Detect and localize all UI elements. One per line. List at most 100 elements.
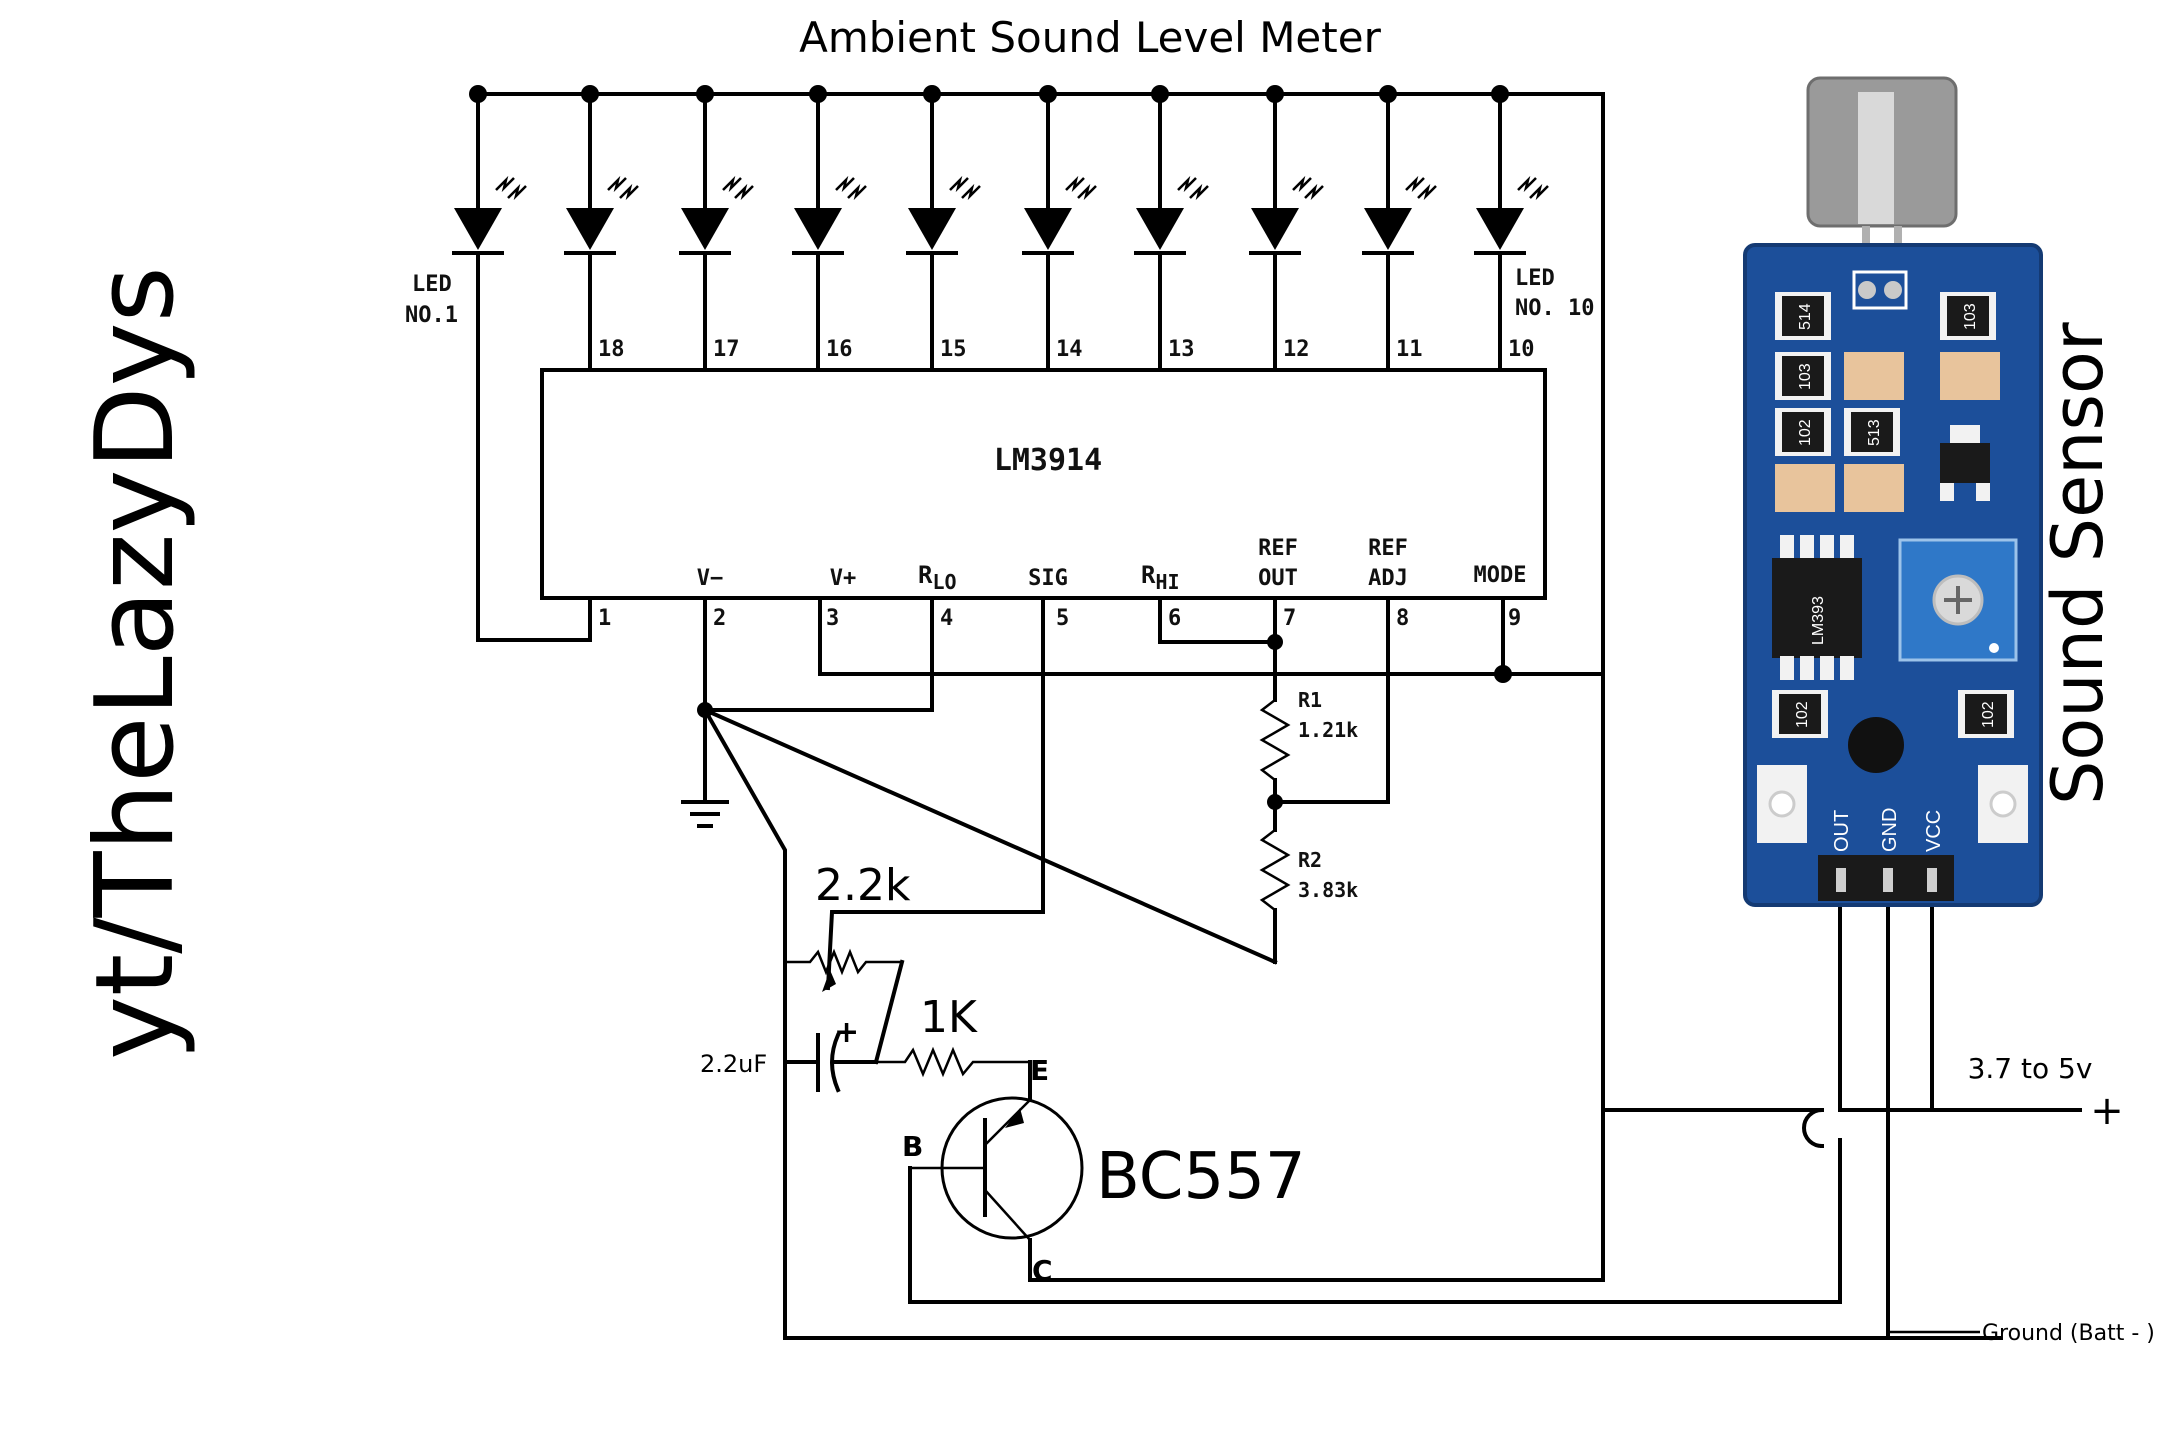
ic-top-pin-number: 18 [598, 337, 625, 362]
bc557-emitter-arrow [1005, 1108, 1024, 1128]
lm393-pin [1800, 656, 1814, 680]
led-light-arrow [1304, 183, 1324, 201]
ic-bottom-pin-number: 4 [940, 606, 953, 631]
led-first-label-line2: NO.1 [405, 303, 458, 328]
smd-resistor-103-a-body [1947, 296, 1989, 336]
sound-sensor-module: 514 103 103 102 513 [1743, 76, 2043, 907]
smd-resistor-102-b-body [1779, 694, 1821, 734]
lm393-chip: LM393 [1772, 535, 1862, 680]
ground-label: Ground (Batt - ) [1982, 1321, 2155, 1346]
mic-solder-2 [1884, 281, 1902, 299]
smd-capacitor-4 [1844, 464, 1904, 512]
mic-solder-1 [1858, 281, 1876, 299]
sot-pin-left [1940, 483, 1954, 501]
led-light-arrow [507, 183, 527, 201]
lm3914-ic-body [540, 368, 1547, 600]
ic-bottom-pin-number: 5 [1056, 606, 1069, 631]
sensor-title: Sound Sensor [2037, 322, 2119, 805]
pot-to-node-wire [873, 959, 905, 1065]
r2-name: R2 [1298, 848, 1322, 872]
led-diode [1136, 208, 1184, 250]
pcb-led-left-lens [1768, 790, 1796, 818]
transistor-e-label: E [1030, 1054, 1049, 1087]
sot-body [1940, 443, 1990, 483]
pot-dot [1989, 643, 1999, 653]
led-last-label-line2: NO. 10 [1515, 296, 1594, 321]
r1-value: 1.21k [1298, 718, 1358, 742]
pot-label: 2.2k [815, 860, 911, 911]
smd-label-514: 514 [1797, 303, 1814, 330]
led-diode [1024, 208, 1072, 250]
smd-capacitor-2 [1940, 352, 2000, 400]
r2-value: 3.83k [1298, 878, 1358, 902]
led-diode [908, 208, 956, 250]
led-last-label-line1: LED [1515, 266, 1555, 291]
led-light-arrow [1417, 183, 1437, 201]
microphone-slot [1858, 92, 1894, 224]
smd-electrolytic [1848, 717, 1904, 773]
lm393-pin [1800, 535, 1814, 559]
pin-name-ref-adj-top: REF [1368, 536, 1408, 561]
bc557-emitter-leg [984, 1099, 1031, 1146]
ic-bottom-pin-number: 3 [826, 606, 839, 631]
ic-bottom-pin-number: 6 [1168, 606, 1181, 631]
pcb-led-right-lens [1989, 790, 2017, 818]
ic-bottom-pin-number: 2 [713, 606, 726, 631]
ic-bottom-pin-number: 7 [1283, 606, 1296, 631]
smd-resistor-102-c-body [1965, 694, 2007, 734]
transistor-b-label: B [902, 1130, 923, 1163]
supply-plus: + [2090, 1088, 2124, 1134]
cap-polarity: + [834, 1015, 859, 1050]
led-light-arrow [1292, 175, 1312, 193]
sensor-pin-label-vcc: VCC [1923, 810, 1945, 852]
led-diode [566, 208, 614, 250]
pot-wiper-arrow [822, 970, 836, 992]
led-diode [794, 208, 842, 250]
led-light-arrow [835, 175, 855, 193]
transistor-c-label: C [1032, 1254, 1053, 1287]
lm393-pin [1840, 656, 1854, 680]
smd-capacitor-3 [1775, 464, 1835, 512]
pin-name-r-hi-main: R [1141, 561, 1156, 589]
led-diode [454, 208, 502, 250]
lm393-pin [1820, 656, 1834, 680]
ic-top-pin-number: 13 [1168, 337, 1195, 362]
smd-label-513: 513 [1866, 419, 1883, 446]
resistor-1k [876, 1046, 1030, 1078]
pin-name-r-lo-sub: LO [932, 570, 956, 594]
ic-top-pin-number: 17 [713, 337, 740, 362]
sot-pin-top [1950, 425, 1980, 443]
ic-top-pin-number: 11 [1396, 337, 1423, 362]
resistor-1k-label: 1K [920, 992, 978, 1043]
led-array [452, 85, 1549, 372]
pin-name-r-hi-sub: HI [1155, 570, 1179, 594]
led-first-label-line1: LED [412, 272, 452, 297]
smd-capacitor-1 [1844, 352, 1904, 400]
ic-top-pin-number: 10 [1508, 337, 1535, 362]
smd-label-102-a: 102 [1797, 419, 1814, 446]
pin-name-v-minus: V− [697, 566, 724, 591]
smd-label-103-a: 103 [1962, 303, 1979, 330]
led-light-arrow [961, 183, 981, 201]
pin-name-r-lo-main: R [918, 561, 933, 589]
pin-name-sig: SIG [1028, 566, 1068, 591]
wire-crossover-hop [1802, 1107, 1825, 1149]
refadj-wire [1273, 596, 1390, 804]
pin-name-ref-out-top: REF [1258, 536, 1298, 561]
led-light-arrow [1177, 175, 1197, 193]
led-light-arrow [949, 175, 969, 193]
led-light-arrow [1189, 183, 1209, 201]
led-light-arrow [619, 183, 639, 201]
led-diode [1476, 208, 1524, 250]
ic-bottom-pin-number: 9 [1508, 606, 1521, 631]
pin-name-mode: MODE [1474, 563, 1527, 588]
smd-resistor-103-b-body [1782, 356, 1824, 396]
ic-top-pin-number: 12 [1283, 337, 1310, 362]
led-light-arrow [607, 175, 627, 193]
pin-name-r-hi: RHI [1141, 561, 1180, 594]
sig-wire [825, 596, 1045, 991]
lm393-pin [1840, 535, 1854, 559]
pin-name-r-lo: RLO [918, 561, 957, 594]
ic-top-pin-number: 16 [826, 337, 853, 362]
